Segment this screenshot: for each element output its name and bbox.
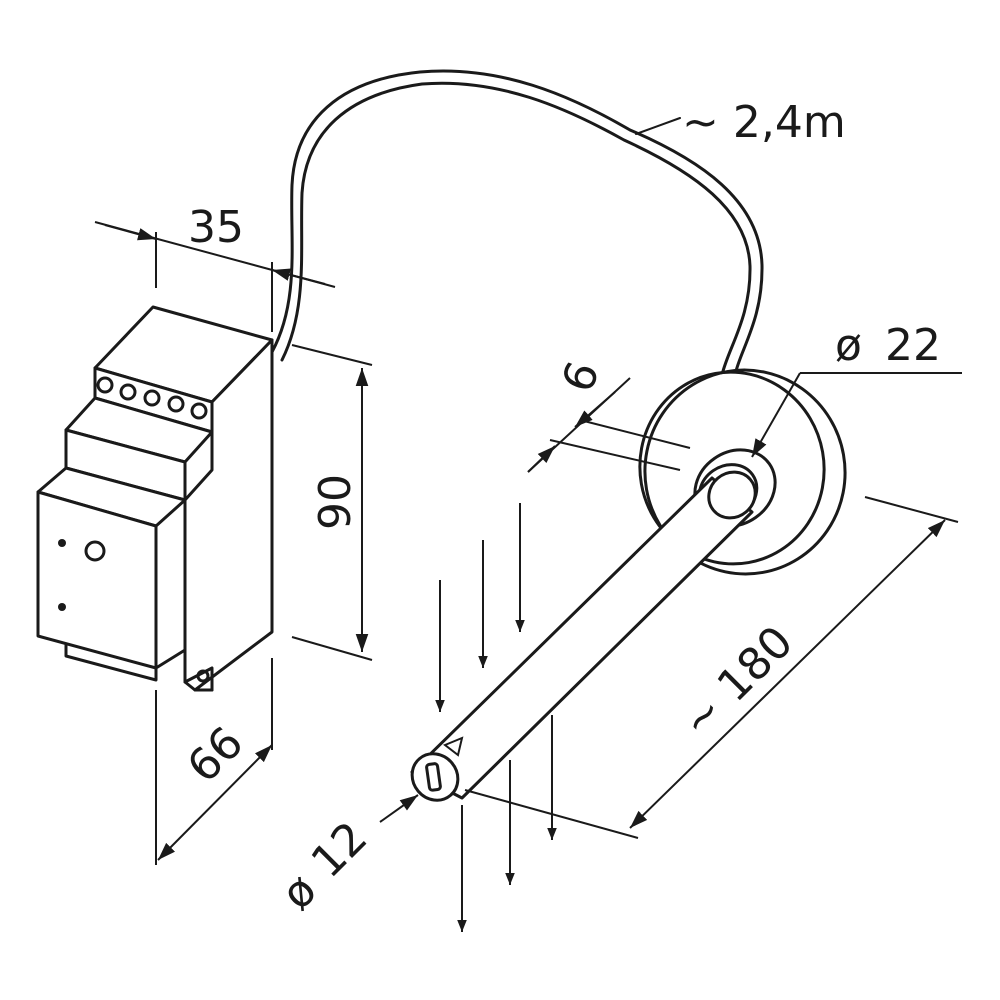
width-label: 35: [188, 202, 244, 253]
terminal-screw-icon: [143, 389, 161, 407]
adjust-knob-icon: [84, 540, 106, 562]
dimension-flange-diameter: ø 22: [751, 320, 962, 458]
probe-tip: [410, 752, 460, 802]
probe-length-label: ~ 180: [672, 616, 803, 747]
din-module: [36, 305, 274, 692]
led-icon: [58, 539, 66, 547]
dimension-depth: 66: [155, 658, 273, 865]
probe-diameter-symbol: ø: [272, 865, 327, 920]
flange-diameter-symbol: ø: [835, 320, 862, 371]
arrow-mark-icon: [443, 736, 464, 757]
led-icon: [58, 603, 66, 611]
terminal-screw-icon: [167, 395, 185, 413]
terminal-screws: [96, 376, 208, 420]
terminal-screw-icon: [96, 376, 114, 394]
terminal-screw-icon: [119, 383, 137, 401]
dimension-width: 35: [94, 202, 336, 332]
probe: [410, 368, 847, 802]
dimension-cable-length: ~ 2,4m: [635, 97, 846, 148]
depth-label: 66: [178, 717, 254, 793]
terminal-screw-icon: [190, 402, 208, 420]
din-rail-clip: [64, 642, 158, 682]
module-side-face: [183, 338, 274, 692]
cable-length-label: ~ 2,4m: [682, 97, 846, 148]
din-rail-notch: [154, 648, 214, 692]
flow-arrows: [435, 503, 557, 932]
probe-rod: [410, 476, 754, 800]
slot-icon: [425, 762, 442, 792]
cable: [270, 69, 764, 377]
height-label: 90: [310, 474, 361, 530]
dimension-probe-diameter: ø 12: [272, 794, 419, 920]
probe-diameter-label: 12: [302, 812, 378, 888]
flange-thickness-label: 6: [552, 355, 610, 399]
screw-icon: [196, 669, 210, 683]
dimension-height: 90: [291, 344, 373, 661]
flange-diameter-label: 22: [885, 320, 941, 371]
